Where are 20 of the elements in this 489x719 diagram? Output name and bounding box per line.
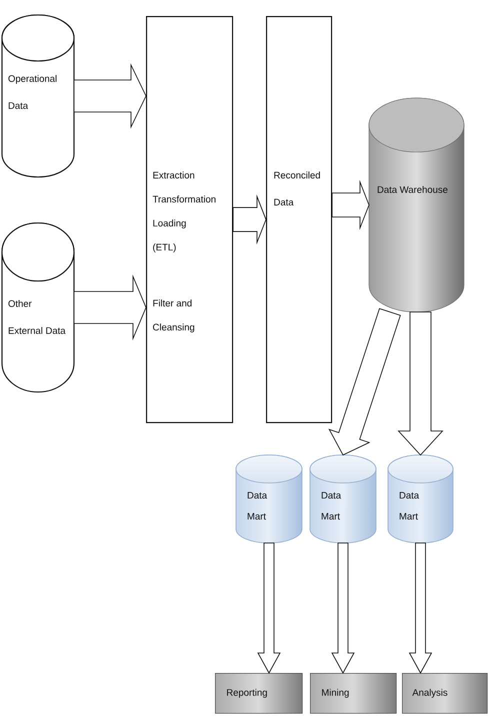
database-cylinder: Data Warehouse [368, 98, 464, 312]
block-arrow [328, 308, 401, 456]
database-cylinder: Operational Data [1, 14, 75, 178]
block-arrow [257, 542, 281, 674]
process-box: Reconciled Data [266, 16, 332, 424]
block-arrow [232, 194, 266, 245]
output-box: Reporting [215, 673, 303, 714]
block-arrow [408, 542, 432, 674]
block-arrow [398, 312, 444, 456]
process-box: Extraction Transformation Loading (ETL) Filter and Cleansing [146, 16, 234, 424]
block-arrow [74, 63, 146, 129]
database-cylinder: Data Mart [310, 454, 376, 544]
output-box: Analysis [402, 673, 488, 714]
block-arrow [74, 274, 146, 340]
database-cylinder: Data Mart [388, 454, 454, 544]
database-cylinder: Other External Data [1, 222, 75, 393]
block-arrow [331, 542, 355, 674]
output-box: Mining [310, 673, 397, 714]
database-cylinder: Data Mart [236, 454, 302, 544]
block-arrow [332, 180, 370, 230]
